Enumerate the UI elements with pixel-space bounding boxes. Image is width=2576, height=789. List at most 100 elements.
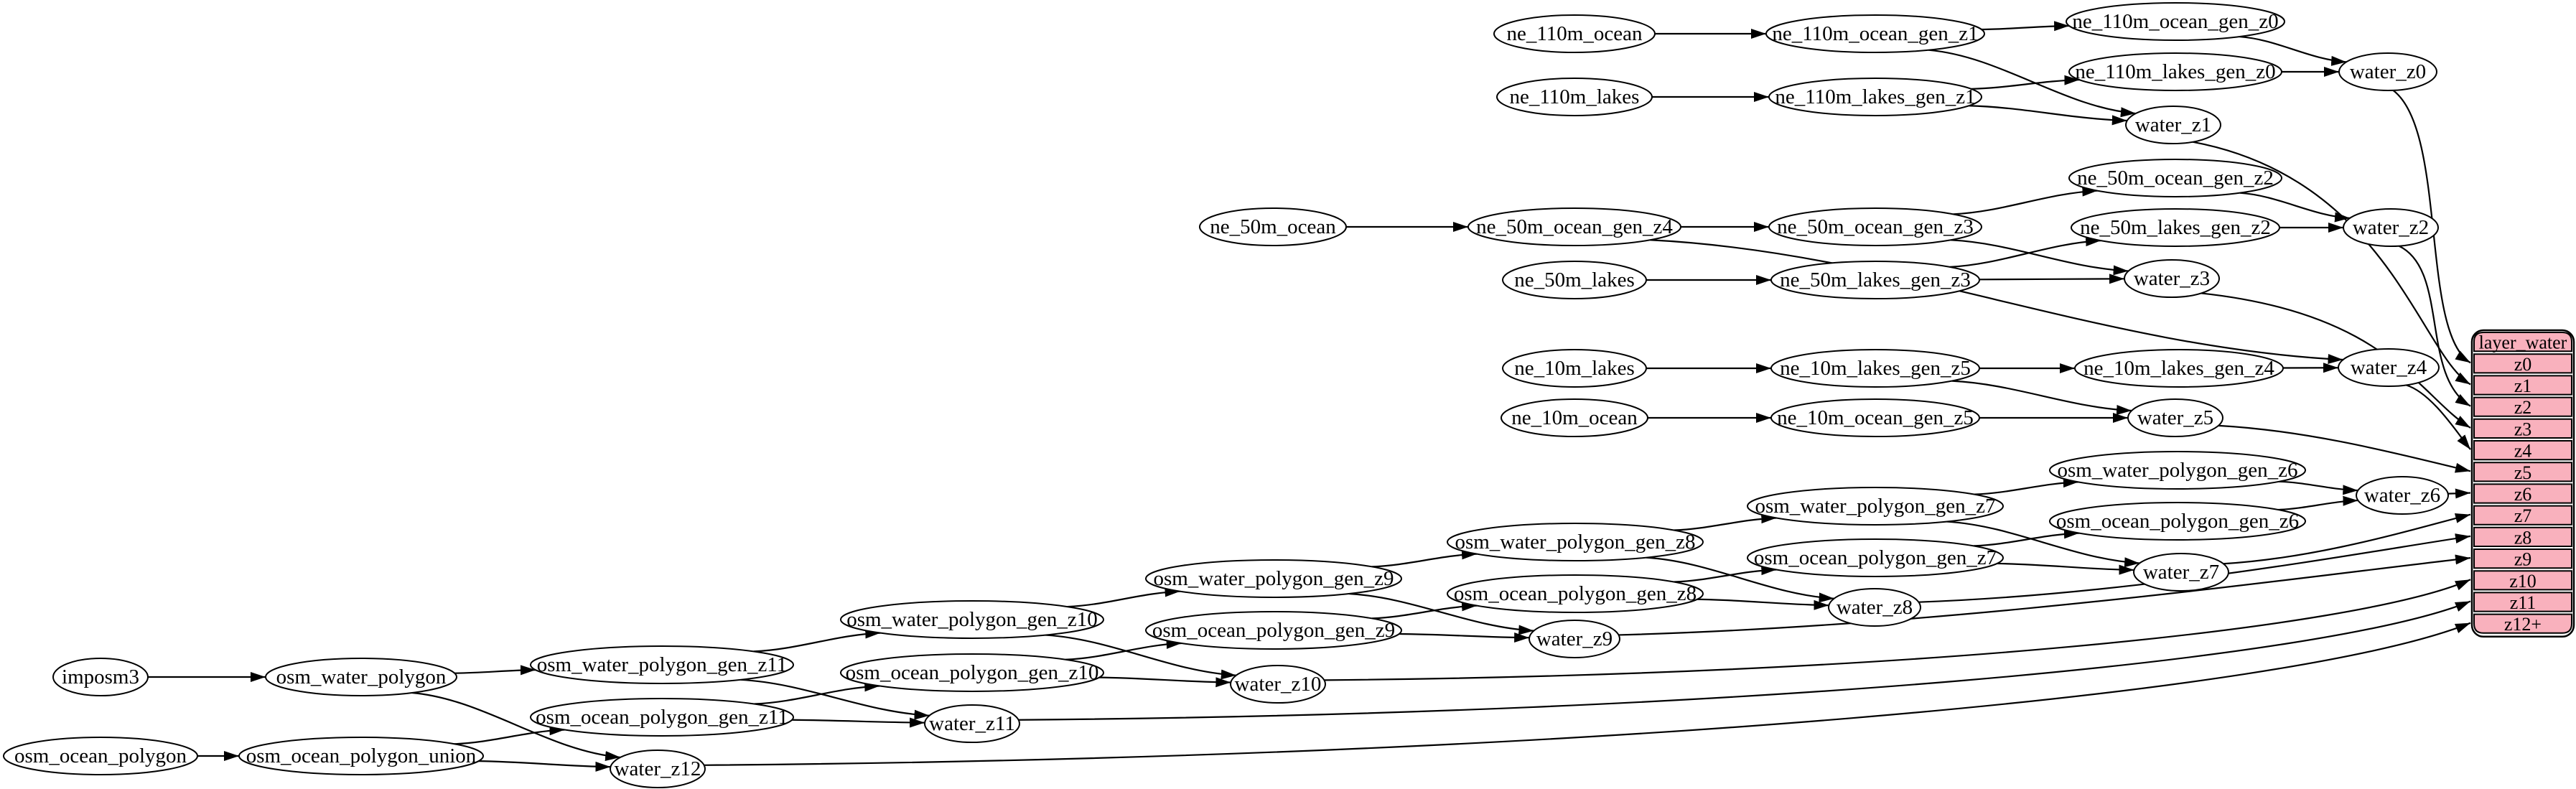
node-ellipse-water_z7: [2133, 553, 2229, 592]
node-label-water_z7: water_z7: [2143, 561, 2219, 584]
edge-osm_ocean_polygon_gen_z8-to-osm_ocean_polygon_gen_z7: [1674, 565, 1777, 583]
node-ne_50m_ocean: ne_50m_ocean: [1199, 207, 1347, 246]
layer-water-row-label-z7: z7: [2514, 505, 2532, 526]
edge-ne_50m_ocean_gen_z3-to-water_z3: [1950, 239, 2129, 276]
edge-osm_ocean_polygon_gen_z10-to-osm_ocean_polygon_gen_z9: [1065, 638, 1182, 660]
node-label-water_z12: water_z12: [615, 757, 701, 780]
node-ellipse-ne_110m_lakes_gen_z0: [2068, 52, 2282, 91]
node-ellipse-water_z2: [2343, 208, 2439, 247]
node-ne_50m_lakes: ne_50m_lakes: [1502, 261, 1647, 299]
node-ellipse-ne_50m_lakes_gen_z3: [1770, 261, 1980, 299]
layer-water-row-label-z12+: z12+: [2504, 614, 2542, 635]
edge-water_z6-to-layer_water-z6: [2447, 488, 2471, 499]
node-osm_water_polygon_gen_z6: osm_water_polygon_gen_z6: [2049, 451, 2306, 490]
edge-osm_water_polygon_gen_z11-to-osm_water_polygon_gen_z10: [753, 628, 881, 653]
layer-water-row-label-z4: z4: [2514, 441, 2532, 462]
node-ellipse-ne_50m_lakes: [1502, 261, 1647, 299]
node-water_z9: water_z9: [1529, 620, 1620, 658]
node-label-ne_110m_lakes_gen_z1: ne_110m_lakes_gen_z1: [1775, 85, 1975, 108]
node-ellipse-osm_ocean_polygon_gen_z9: [1145, 611, 1402, 650]
layer-water-row-label-z11: z11: [2510, 592, 2537, 613]
layer-water-row-z8: [2473, 526, 2572, 547]
node-ne_50m_lakes_gen_z3: ne_50m_lakes_gen_z3: [1770, 261, 1980, 299]
node-ellipse-ne_50m_ocean: [1199, 207, 1347, 246]
node-label-osm_ocean_polygon_gen_z10: osm_ocean_polygon_gen_z10: [846, 661, 1099, 684]
node-ne_110m_lakes_gen_z0: ne_110m_lakes_gen_z0: [2068, 52, 2282, 91]
layer-water-row-z0: [2473, 353, 2572, 374]
edge-ne_50m_ocean_gen_z4-to-water_z4: [1650, 239, 2343, 364]
node-ellipse-water_z0: [2338, 52, 2437, 91]
edge-water_z1-to-layer_water-z1: [2192, 141, 2471, 386]
node-label-water_z6: water_z6: [2364, 484, 2440, 507]
node-ellipse-water_z10: [1230, 665, 1326, 704]
node-osm_ocean_polygon_gen_z6: osm_ocean_polygon_gen_z6: [2049, 502, 2306, 541]
node-ne_10m_lakes_gen_z5: ne_10m_lakes_gen_z5: [1770, 349, 1980, 388]
node-label-osm_water_polygon: osm_water_polygon: [276, 666, 447, 688]
node-ellipse-ne_50m_ocean_gen_z4: [1467, 207, 1681, 246]
edge-water_z2-to-layer_water-z2: [2398, 245, 2471, 407]
edge-osm_ocean_polygon_gen_z9-to-osm_ocean_polygon_gen_z8: [1371, 601, 1478, 620]
edge-osm_water_polygon_gen_z9-to-osm_water_polygon_gen_z8: [1371, 549, 1478, 568]
node-ellipse-osm_ocean_polygon_gen_z6: [2049, 502, 2306, 541]
layer-water-row-z5: [2473, 462, 2572, 482]
node-ne_110m_lakes: ne_110m_lakes: [1496, 78, 1653, 116]
node-label-ne_110m_lakes_gen_z0: ne_110m_lakes_gen_z0: [2075, 60, 2275, 83]
node-ellipse-osm_ocean_polygon_union: [238, 737, 484, 775]
node-imposm3: imposm3: [52, 658, 149, 696]
node-label-osm_ocean_polygon_union: osm_ocean_polygon_union: [246, 744, 477, 767]
node-ellipse-osm_water_polygon_gen_z11: [530, 645, 794, 684]
node-ne_10m_lakes: ne_10m_lakes: [1502, 349, 1647, 388]
edge-ne_10m_lakes_gen_z5-to-water_z5: [1951, 380, 2132, 415]
node-osm_water_polygon_gen_z9: osm_water_polygon_gen_z9: [1145, 559, 1402, 598]
layer-water-row-z7: [2473, 505, 2572, 526]
edge-water_z11-to-layer_water-z11: [1018, 600, 2471, 721]
node-ne_110m_ocean: ne_110m_ocean: [1493, 14, 1656, 53]
edge-water_z9-to-layer_water-z9: [1618, 554, 2471, 636]
node-ne_10m_ocean: ne_10m_ocean: [1501, 398, 1648, 437]
node-water_z4: water_z4: [2338, 348, 2440, 387]
node-ellipse-osm_ocean_polygon_gen_z8: [1447, 574, 1704, 613]
node-osm_water_polygon: osm_water_polygon: [265, 658, 457, 696]
edge-ne_50m_ocean_gen_z2-to-water_z2: [2239, 192, 2351, 223]
node-ellipse-ne_50m_ocean_gen_z3: [1768, 207, 1982, 246]
edge-osm_water_polygon_gen_z8-to-water_z8: [1646, 556, 1834, 603]
node-water_z11: water_z11: [924, 704, 1020, 743]
node-ne_10m_ocean_gen_z5: ne_10m_ocean_gen_z5: [1770, 398, 1980, 437]
node-label-osm_ocean_polygon_gen_z11: osm_ocean_polygon_gen_z11: [536, 706, 788, 729]
node-label-ne_110m_ocean_gen_z0: ne_110m_ocean_gen_z0: [2072, 10, 2278, 33]
edge-osm_ocean_polygon_union-to-osm_ocean_polygon_gen_z11: [454, 725, 565, 745]
node-ellipse-ne_10m_ocean_gen_z5: [1770, 398, 1980, 437]
edge-osm_ocean_polygon_gen_z10-to-water_z10: [1098, 676, 1231, 688]
edge-osm_ocean_polygon_union-to-water_z12: [478, 760, 611, 772]
edge-ne_110m_lakes_gen_z1-to-ne_110m_lakes_gen_z0: [1971, 75, 2080, 90]
node-ellipse-osm_water_polygon_gen_z7: [1747, 487, 2004, 526]
edge-ne_50m_ocean_gen_z3-to-ne_50m_ocean_gen_z2: [1953, 186, 2098, 215]
layer-water-row-label-z10: z10: [2509, 571, 2537, 592]
edge-ne_110m_ocean_gen_z1-to-water_z1: [1928, 49, 2136, 118]
layer-water-row-label-z1: z1: [2514, 375, 2532, 396]
node-label-osm_water_polygon_gen_z11: osm_water_polygon_gen_z11: [537, 653, 787, 676]
node-ellipse-water_z4: [2338, 348, 2440, 387]
node-osm_water_polygon_gen_z10: osm_water_polygon_gen_z10: [840, 600, 1104, 639]
edge-osm_water_polygon_gen_z10-to-water_z10: [1045, 634, 1236, 680]
layer-water-row-label-z5: z5: [2514, 462, 2532, 483]
node-label-ne_110m_ocean: ne_110m_ocean: [1507, 22, 1643, 45]
edge-osm_water_polygon_gen_z7-to-water_z7: [1946, 520, 2140, 568]
node-ellipse-water_z9: [1529, 620, 1620, 658]
layer-water-row-z3: [2473, 418, 2572, 439]
node-ellipse-osm_water_polygon_gen_z8: [1447, 523, 1704, 561]
node-ellipse-water_z8: [1828, 588, 1921, 627]
node-label-osm_water_polygon_gen_z7: osm_water_polygon_gen_z7: [1755, 495, 1995, 518]
node-ellipse-water_z3: [2124, 259, 2220, 298]
node-osm_ocean_polygon_gen_z9: osm_ocean_polygon_gen_z9: [1145, 611, 1402, 650]
edge-water_z5-to-layer_water-z5: [2218, 424, 2471, 473]
node-label-water_z3: water_z3: [2134, 267, 2210, 290]
layer-water-title: layer_water: [2479, 332, 2567, 353]
node-label-water_z9: water_z9: [1536, 627, 1613, 650]
node-label-osm_ocean_polygon_gen_z8: osm_ocean_polygon_gen_z8: [1454, 582, 1697, 605]
node-ellipse-osm_water_polygon_gen_z10: [840, 600, 1104, 639]
node-osm_ocean_polygon_gen_z7: osm_ocean_polygon_gen_z7: [1747, 538, 2004, 577]
edge-osm_ocean_polygon_gen_z11-to-osm_ocean_polygon_gen_z10: [754, 681, 880, 705]
edge-osm_water_polygon-to-water_z12: [411, 691, 621, 762]
